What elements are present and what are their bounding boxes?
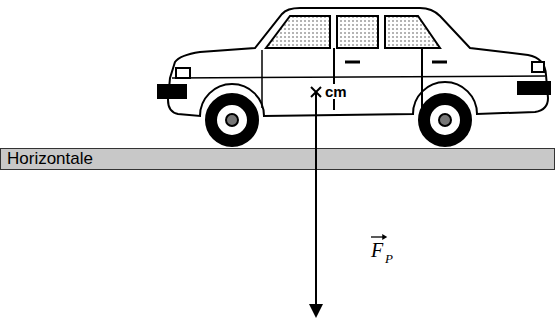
center-of-mass-label: cm — [324, 84, 348, 99]
force-symbol: F — [370, 240, 384, 260]
arrowhead — [309, 304, 323, 318]
wheels — [206, 94, 471, 146]
vector-arrow-shaft — [371, 236, 383, 237]
weight-vector — [315, 92, 317, 306]
horizontal-band: Horizontale — [0, 148, 555, 170]
band-label: Horizontale — [7, 149, 93, 169]
force-subscript: P — [384, 252, 394, 265]
